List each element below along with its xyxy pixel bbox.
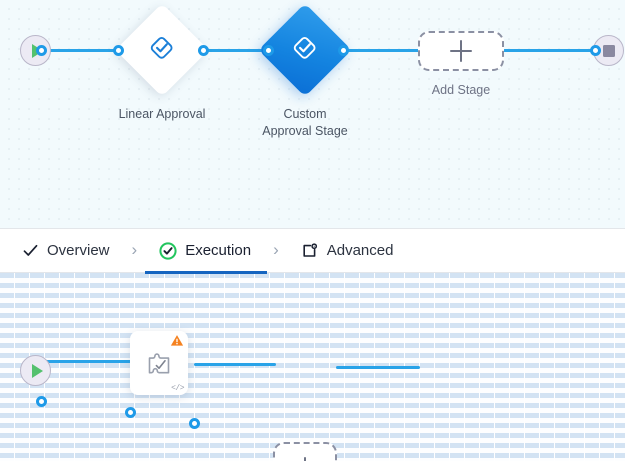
custom-approval-stage-output-port[interactable] [338, 45, 349, 56]
tab-bar: Overview › Execution › Advanced [0, 228, 625, 274]
plus-icon [294, 457, 316, 461]
custom-approval-stage-input-port[interactable] [263, 45, 274, 56]
add-stage-button[interactable] [418, 31, 504, 71]
tab-advanced-label: Advanced [326, 242, 394, 259]
stage-node-linear-approval[interactable] [115, 3, 209, 97]
plus-icon [450, 40, 472, 62]
add-stage-label: Add Stage [431, 83, 491, 97]
stop-icon [602, 44, 615, 57]
stage-label-custom-approval-stage: Custom Approval Stage [262, 107, 348, 138]
edge-linear-to-custom-approval [203, 49, 268, 52]
stage-node-custom-approval-stage[interactable] [258, 3, 352, 97]
tab-overview-label: Overview [47, 242, 110, 259]
edge-custom-approval-to-add-step [194, 363, 276, 366]
extension-check-icon [144, 349, 174, 379]
edge-add-stage-to-end [503, 49, 595, 52]
tab-overview[interactable]: Overview [18, 229, 114, 273]
linear-approval-input-port[interactable] [113, 45, 124, 56]
play-icon [32, 363, 43, 378]
edge-custom-to-add-stage [343, 49, 421, 52]
tab-bar-left-padding [0, 250, 18, 251]
step-start-output-port[interactable] [36, 396, 47, 407]
custom-approval-output-port[interactable] [189, 418, 200, 429]
stage-end-input-port[interactable] [590, 45, 601, 56]
check-icon [22, 242, 39, 259]
add-step-button[interactable] [273, 442, 337, 461]
code-icon: </> [171, 384, 184, 393]
step-flow-canvas[interactable]: </> Custom Approval Add Step [0, 273, 625, 461]
custom-approval-input-port[interactable] [125, 407, 136, 418]
stage-flow-canvas[interactable]: Linear Approval Custom Approval Stage Ad… [0, 0, 625, 228]
window-gear-icon [301, 242, 319, 260]
warning-triangle-icon [170, 334, 184, 347]
linear-approval-output-port[interactable] [198, 45, 209, 56]
tab-separator-1: › [131, 239, 138, 259]
check-circle-icon [159, 241, 177, 260]
step-node-custom-approval[interactable]: </> [130, 331, 188, 395]
approval-diamond-check-icon [149, 35, 175, 66]
edge-start-to-custom-approval [40, 360, 150, 363]
step-start-node[interactable] [20, 355, 51, 386]
stage-label-linear-approval: Linear Approval [118, 107, 206, 121]
tab-separator-2: › [273, 239, 279, 259]
tab-execution[interactable]: Execution [145, 229, 267, 274]
tab-execution-label: Execution [185, 242, 252, 259]
approval-diamond-check-icon [292, 35, 318, 66]
edge-start-to-linear-approval [40, 49, 118, 52]
edge-add-step-to-end [336, 366, 420, 369]
stage-start-output-port[interactable] [36, 45, 47, 56]
tab-advanced[interactable]: Advanced [297, 229, 398, 273]
